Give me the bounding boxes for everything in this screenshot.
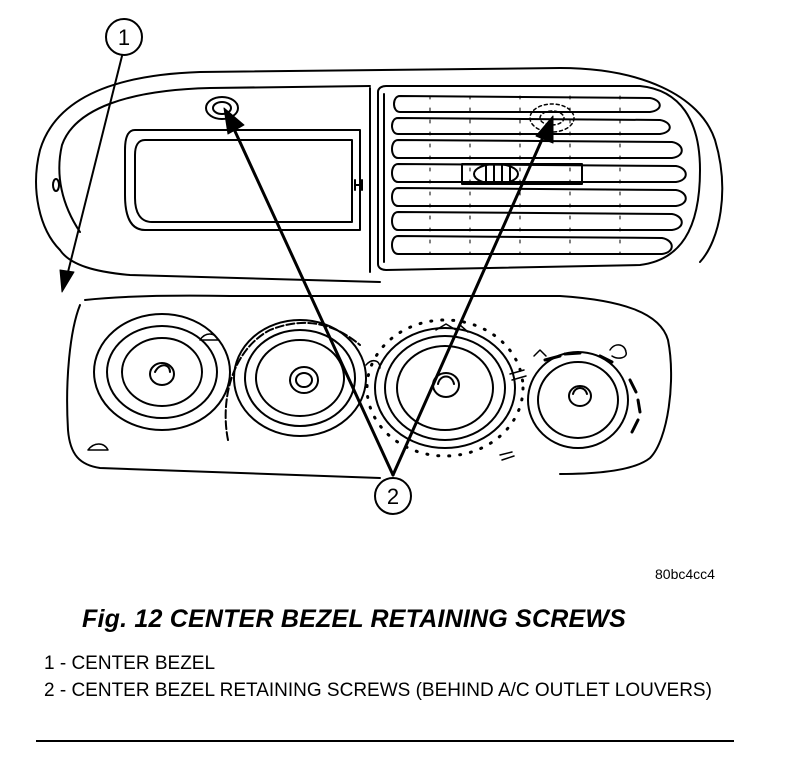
mode-knob [224, 319, 367, 441]
dashboard-illustration: 1 2 [35, 18, 724, 515]
blower-knob [93, 313, 231, 431]
leader-lines [59, 55, 554, 477]
ac-outlet [369, 85, 701, 273]
callout-1: 1 [105, 18, 143, 56]
figure-caption: Fig. 12 CENTER BEZEL RETAINING SCREWS [82, 605, 627, 633]
hvac-control-panel [66, 294, 673, 479]
svg-text:2: 2 [387, 484, 399, 509]
legend-item-2: 2 - CENTER BEZEL RETAINING SCREWS (BEHIN… [44, 680, 712, 701]
retaining-screw-left [205, 96, 239, 120]
ac-knob [527, 351, 642, 449]
ac-louvers [391, 95, 687, 255]
legend: 1 - CENTER BEZEL 2 - CENTER BEZEL RETAIN… [44, 652, 744, 706]
callout-2: 2 [374, 477, 412, 515]
legend-item-1: 1 - CENTER BEZEL [44, 653, 216, 674]
temperature-knob [365, 318, 525, 458]
bottom-rule [36, 740, 734, 742]
center-bezel [35, 67, 724, 283]
figure-code: 80bc4cc4 [655, 566, 715, 582]
svg-text:1: 1 [118, 25, 130, 50]
